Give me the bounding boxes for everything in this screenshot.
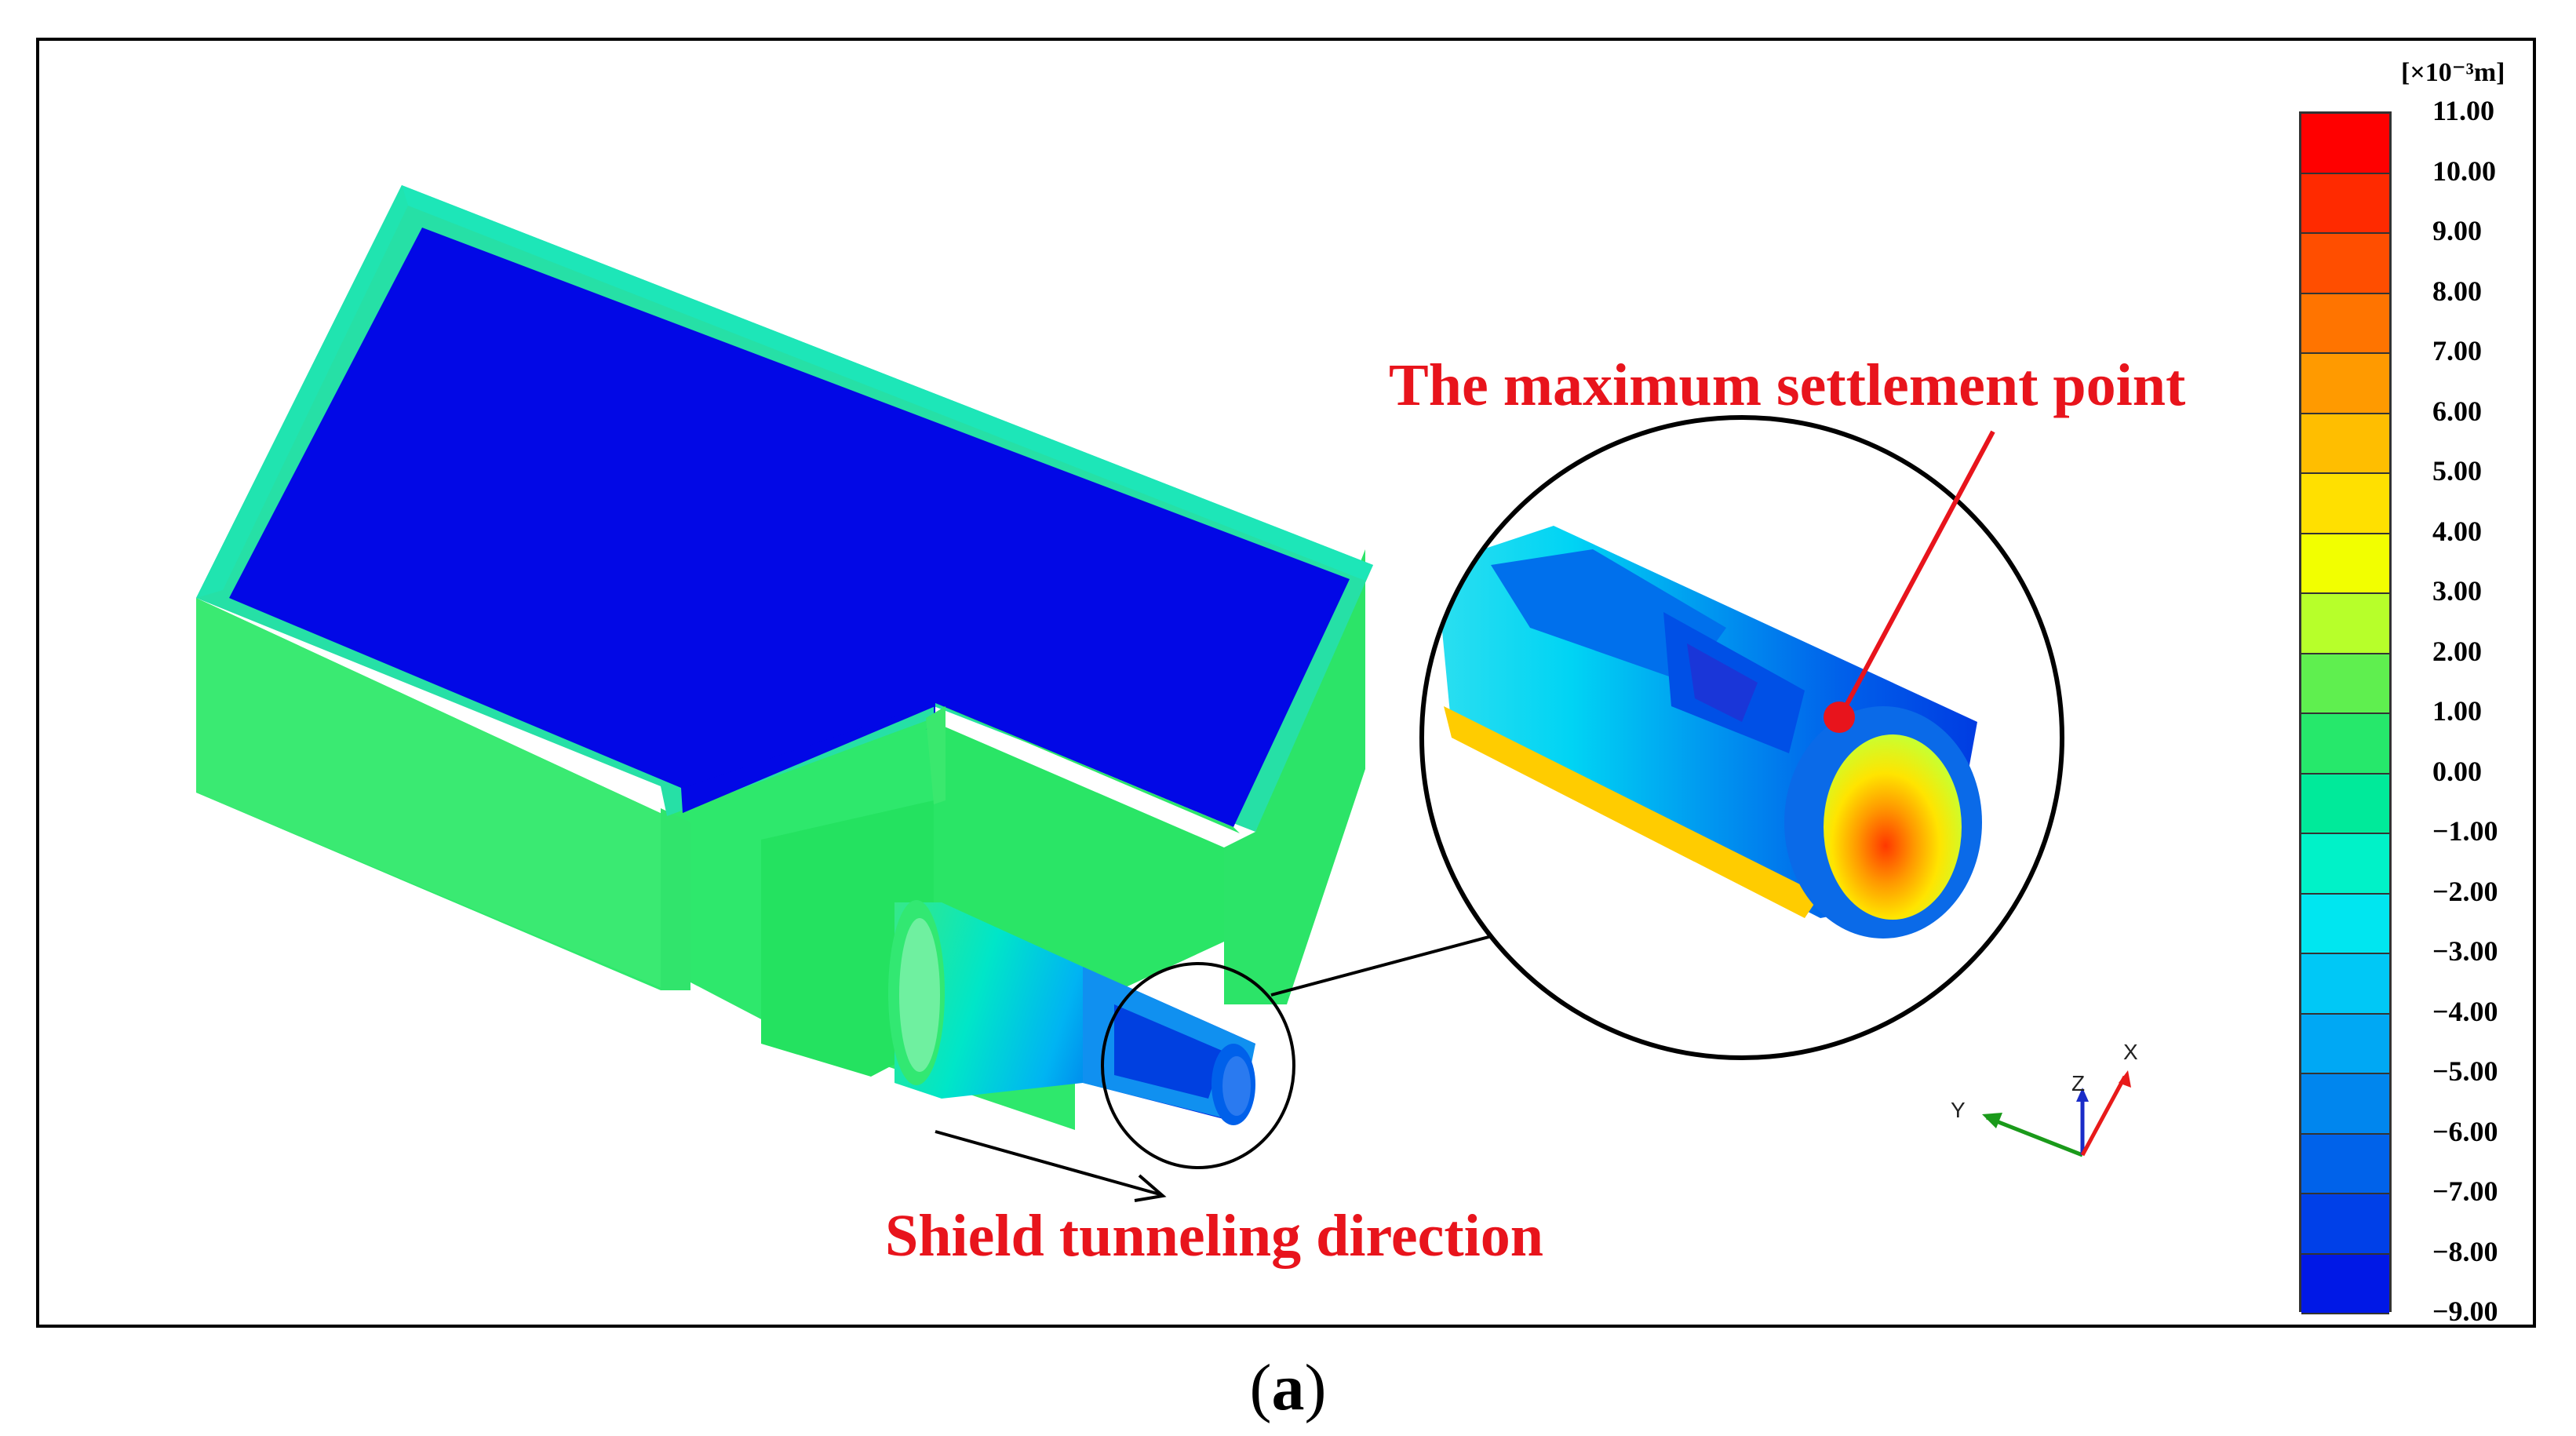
legend-tick-label: 10.00 <box>2432 155 2496 187</box>
legend-tick-label: 9.00 <box>2432 215 2482 246</box>
figure-caption: (a) <box>0 1350 2576 1426</box>
legend-band <box>2301 474 2389 534</box>
axis-x-label: X <box>2123 1040 2138 1064</box>
legend-tick-label: −1.00 <box>2432 815 2498 847</box>
legend-band <box>2301 834 2389 895</box>
zoomed-detail <box>1419 415 2064 1060</box>
legend-tick-label: 4.00 <box>2432 515 2482 547</box>
detail-circle-small <box>1101 962 1295 1169</box>
legend-band <box>2301 774 2389 834</box>
legend-band <box>2301 654 2389 714</box>
legend-tick-label: 6.00 <box>2432 395 2482 427</box>
legend-band <box>2301 1134 2389 1194</box>
tunnel-model <box>888 900 1255 1125</box>
tunneling-direction-label: Shield tunneling direction <box>885 1203 1544 1269</box>
legend-tick-label: −4.00 <box>2432 995 2498 1027</box>
caption-open: ( <box>1249 1351 1272 1424</box>
axis-z-label: Z <box>2071 1071 2085 1095</box>
legend-band <box>2301 354 2389 414</box>
legend-tick-label: −2.00 <box>2432 875 2498 907</box>
caption-close: ) <box>1304 1351 1327 1424</box>
legend-tick-label: 5.00 <box>2432 455 2482 487</box>
legend-tick-label: 7.00 <box>2432 335 2482 366</box>
legend-colorbar <box>2299 111 2392 1314</box>
legend-band <box>2301 954 2389 1015</box>
legend-tick-label: −7.00 <box>2432 1175 2498 1207</box>
legend-tick-label: 8.00 <box>2432 275 2482 307</box>
legend-band <box>2301 594 2389 654</box>
legend-tick-label: −5.00 <box>2432 1055 2498 1087</box>
legend-band <box>2301 1014 2389 1074</box>
legend-band <box>2301 234 2389 294</box>
excavation-pit <box>196 185 1373 1130</box>
legend-tick-label: 11.00 <box>2432 95 2495 126</box>
legend-band <box>2301 414 2389 474</box>
pit-floor <box>229 228 1350 827</box>
max-point-marker <box>1824 702 1855 733</box>
legend-tick-label: 1.00 <box>2432 695 2482 727</box>
legend-band <box>2301 1254 2389 1314</box>
legend-band <box>2301 114 2389 174</box>
legend-band <box>2301 1074 2389 1135</box>
caption-letter: a <box>1271 1351 1305 1424</box>
legend-tick-label: −9.00 <box>2432 1296 2498 1327</box>
legend-tick-label: −8.00 <box>2432 1235 2498 1267</box>
axis-y-label: Y <box>1951 1098 1966 1122</box>
max-settlement-label: The maximum settlement point <box>1389 352 2186 418</box>
callout-connector <box>1270 931 1507 997</box>
legend-band <box>2301 293 2389 354</box>
legend-tick-label: 3.00 <box>2432 575 2482 607</box>
direction-arrow <box>935 1130 1167 1202</box>
legend-band <box>2301 173 2389 234</box>
legend-band <box>2301 534 2389 594</box>
axis-triad: Y Z X <box>1951 1040 2138 1157</box>
pit-right-wall <box>1224 549 1365 1004</box>
legend-unit: [×10⁻³m] <box>2401 58 2505 87</box>
legend-tick-label: 0.00 <box>2432 755 2482 787</box>
legend-tick-label: −3.00 <box>2432 935 2498 967</box>
legend-tick-label: 2.00 <box>2432 635 2482 667</box>
legend-band <box>2301 1194 2389 1255</box>
legend-tick-label: −6.00 <box>2432 1115 2498 1147</box>
legend-band <box>2301 714 2389 774</box>
max-point-pointer <box>1838 430 1995 717</box>
legend-band <box>2301 894 2389 954</box>
